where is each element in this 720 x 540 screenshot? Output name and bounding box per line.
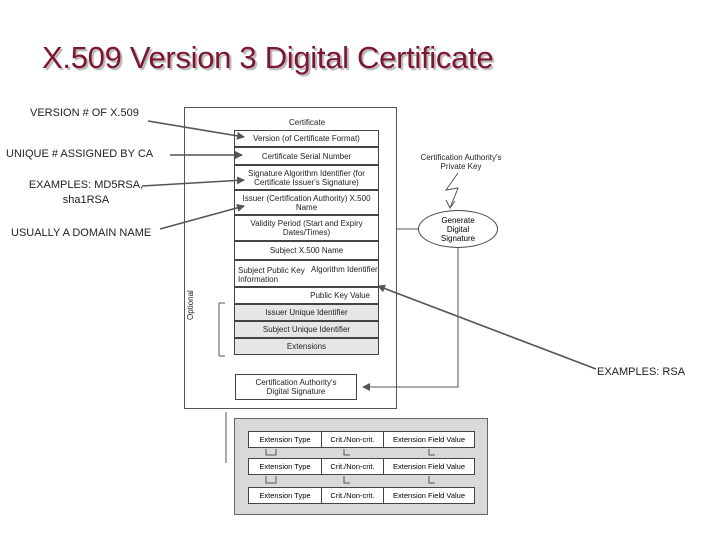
label-examples-line1: EXAMPLES: MD5RSA, xyxy=(28,179,144,191)
extension-crit-cell: Crit./Non-crit. xyxy=(322,488,385,503)
field-spki-line2: Information xyxy=(238,275,279,284)
arrow-examples xyxy=(141,176,245,187)
extension-crit-cell: Crit./Non-crit. xyxy=(322,459,385,474)
field-sigalg-line1: Signature Algorithm Identifier (for xyxy=(248,168,365,178)
arrow-domain xyxy=(159,203,245,230)
page-title: X.509 Version 3 Digital Certificate xyxy=(42,40,494,75)
lightning-bolt xyxy=(444,172,459,209)
field-issuer-line2: Name xyxy=(295,202,318,212)
field-validity-line2: Dates/Times) xyxy=(282,228,331,237)
field-subject-public-key-info: Subject Public Key Information Algorithm… xyxy=(234,260,379,287)
extension-value-cell: Extension Field Value xyxy=(393,462,466,471)
field-extensions: Extensions xyxy=(234,338,379,355)
field-signature-algorithm: Signature Algorithm Identifier (for Cert… xyxy=(234,165,379,190)
extension-row: Extension Type Crit./Non-crit. Extension… xyxy=(248,431,475,448)
extension-type-cell: Extension Type xyxy=(249,432,322,447)
field-issuer-line1: Issuer (Certification Authority) X.500 xyxy=(242,193,371,203)
label-examples-line2: sha1RSA xyxy=(62,194,110,206)
extension-value-cell: Extension Field Value xyxy=(393,435,466,444)
private-key-line2: Private Key xyxy=(440,162,482,171)
field-issuer-unique-id: Issuer Unique Identifier xyxy=(234,304,379,321)
private-key-line1: Certification Authority's xyxy=(420,153,502,162)
generate-signature-ellipse: Generate Digital Signature xyxy=(418,210,498,248)
field-spki-line1: Subject Public Key xyxy=(238,266,305,275)
extension-type-cell: Extension Type xyxy=(249,459,322,474)
field-subject-unique-id: Subject Unique Identifier xyxy=(234,321,379,338)
field-spki-label: Subject Public Key Information xyxy=(238,266,305,284)
extension-row: Extension Type Crit./Non-crit. Extension… xyxy=(248,458,475,475)
extension-value-cell: Extension Field Value xyxy=(393,491,466,500)
generate-line3: Signature xyxy=(440,233,476,243)
field-validity: Validity Period (Start and Expiry Dates/… xyxy=(234,215,379,241)
ca-signature-box: Certification Authority's Digital Signat… xyxy=(235,374,357,400)
private-key-label: Certification Authority's Private Key xyxy=(418,153,504,171)
field-subject: Subject X.500 Name xyxy=(234,241,379,260)
field-serial: Certificate Serial Number xyxy=(234,147,379,165)
generate-line2: Digital xyxy=(446,224,470,234)
ca-signature-line1: Certification Authority's xyxy=(255,378,337,387)
line-generate-to-signature xyxy=(362,248,459,391)
field-algorithm-identifier: Algorithm Identifier xyxy=(311,265,378,274)
certificate-frame xyxy=(184,107,397,409)
ca-signature-line2: Digital Signature xyxy=(266,387,326,396)
extension-row: Extension Type Crit./Non-crit. Extension… xyxy=(248,487,475,504)
label-version: VERSION # OF X.509 xyxy=(30,107,139,119)
field-public-key-value: Public Key Value xyxy=(234,287,379,304)
field-sigalg-line2: Certificate Issuer's Signature) xyxy=(254,177,359,187)
label-domain: USUALLY A DOMAIN NAME xyxy=(11,227,152,239)
label-examples: EXAMPLES: MD5RSA, sha1RSA xyxy=(16,178,156,208)
field-issuer: Issuer (Certification Authority) X.500 N… xyxy=(234,190,379,215)
label-unique: UNIQUE # ASSIGNED BY CA xyxy=(6,148,154,160)
extension-crit-cell: Crit./Non-crit. xyxy=(322,432,385,447)
field-validity-line1: Validity Period (Start and Expiry xyxy=(250,219,363,228)
field-version: Version (of Certificate Format) xyxy=(234,130,379,147)
generate-line1: Generate xyxy=(441,215,475,225)
extension-type-cell: Extension Type xyxy=(249,488,322,503)
certificate-heading: Certificate xyxy=(289,118,326,127)
arrow-rsa xyxy=(377,284,597,370)
label-rsa: EXAMPLES: RSA xyxy=(597,366,686,378)
arrow-version xyxy=(147,120,245,140)
